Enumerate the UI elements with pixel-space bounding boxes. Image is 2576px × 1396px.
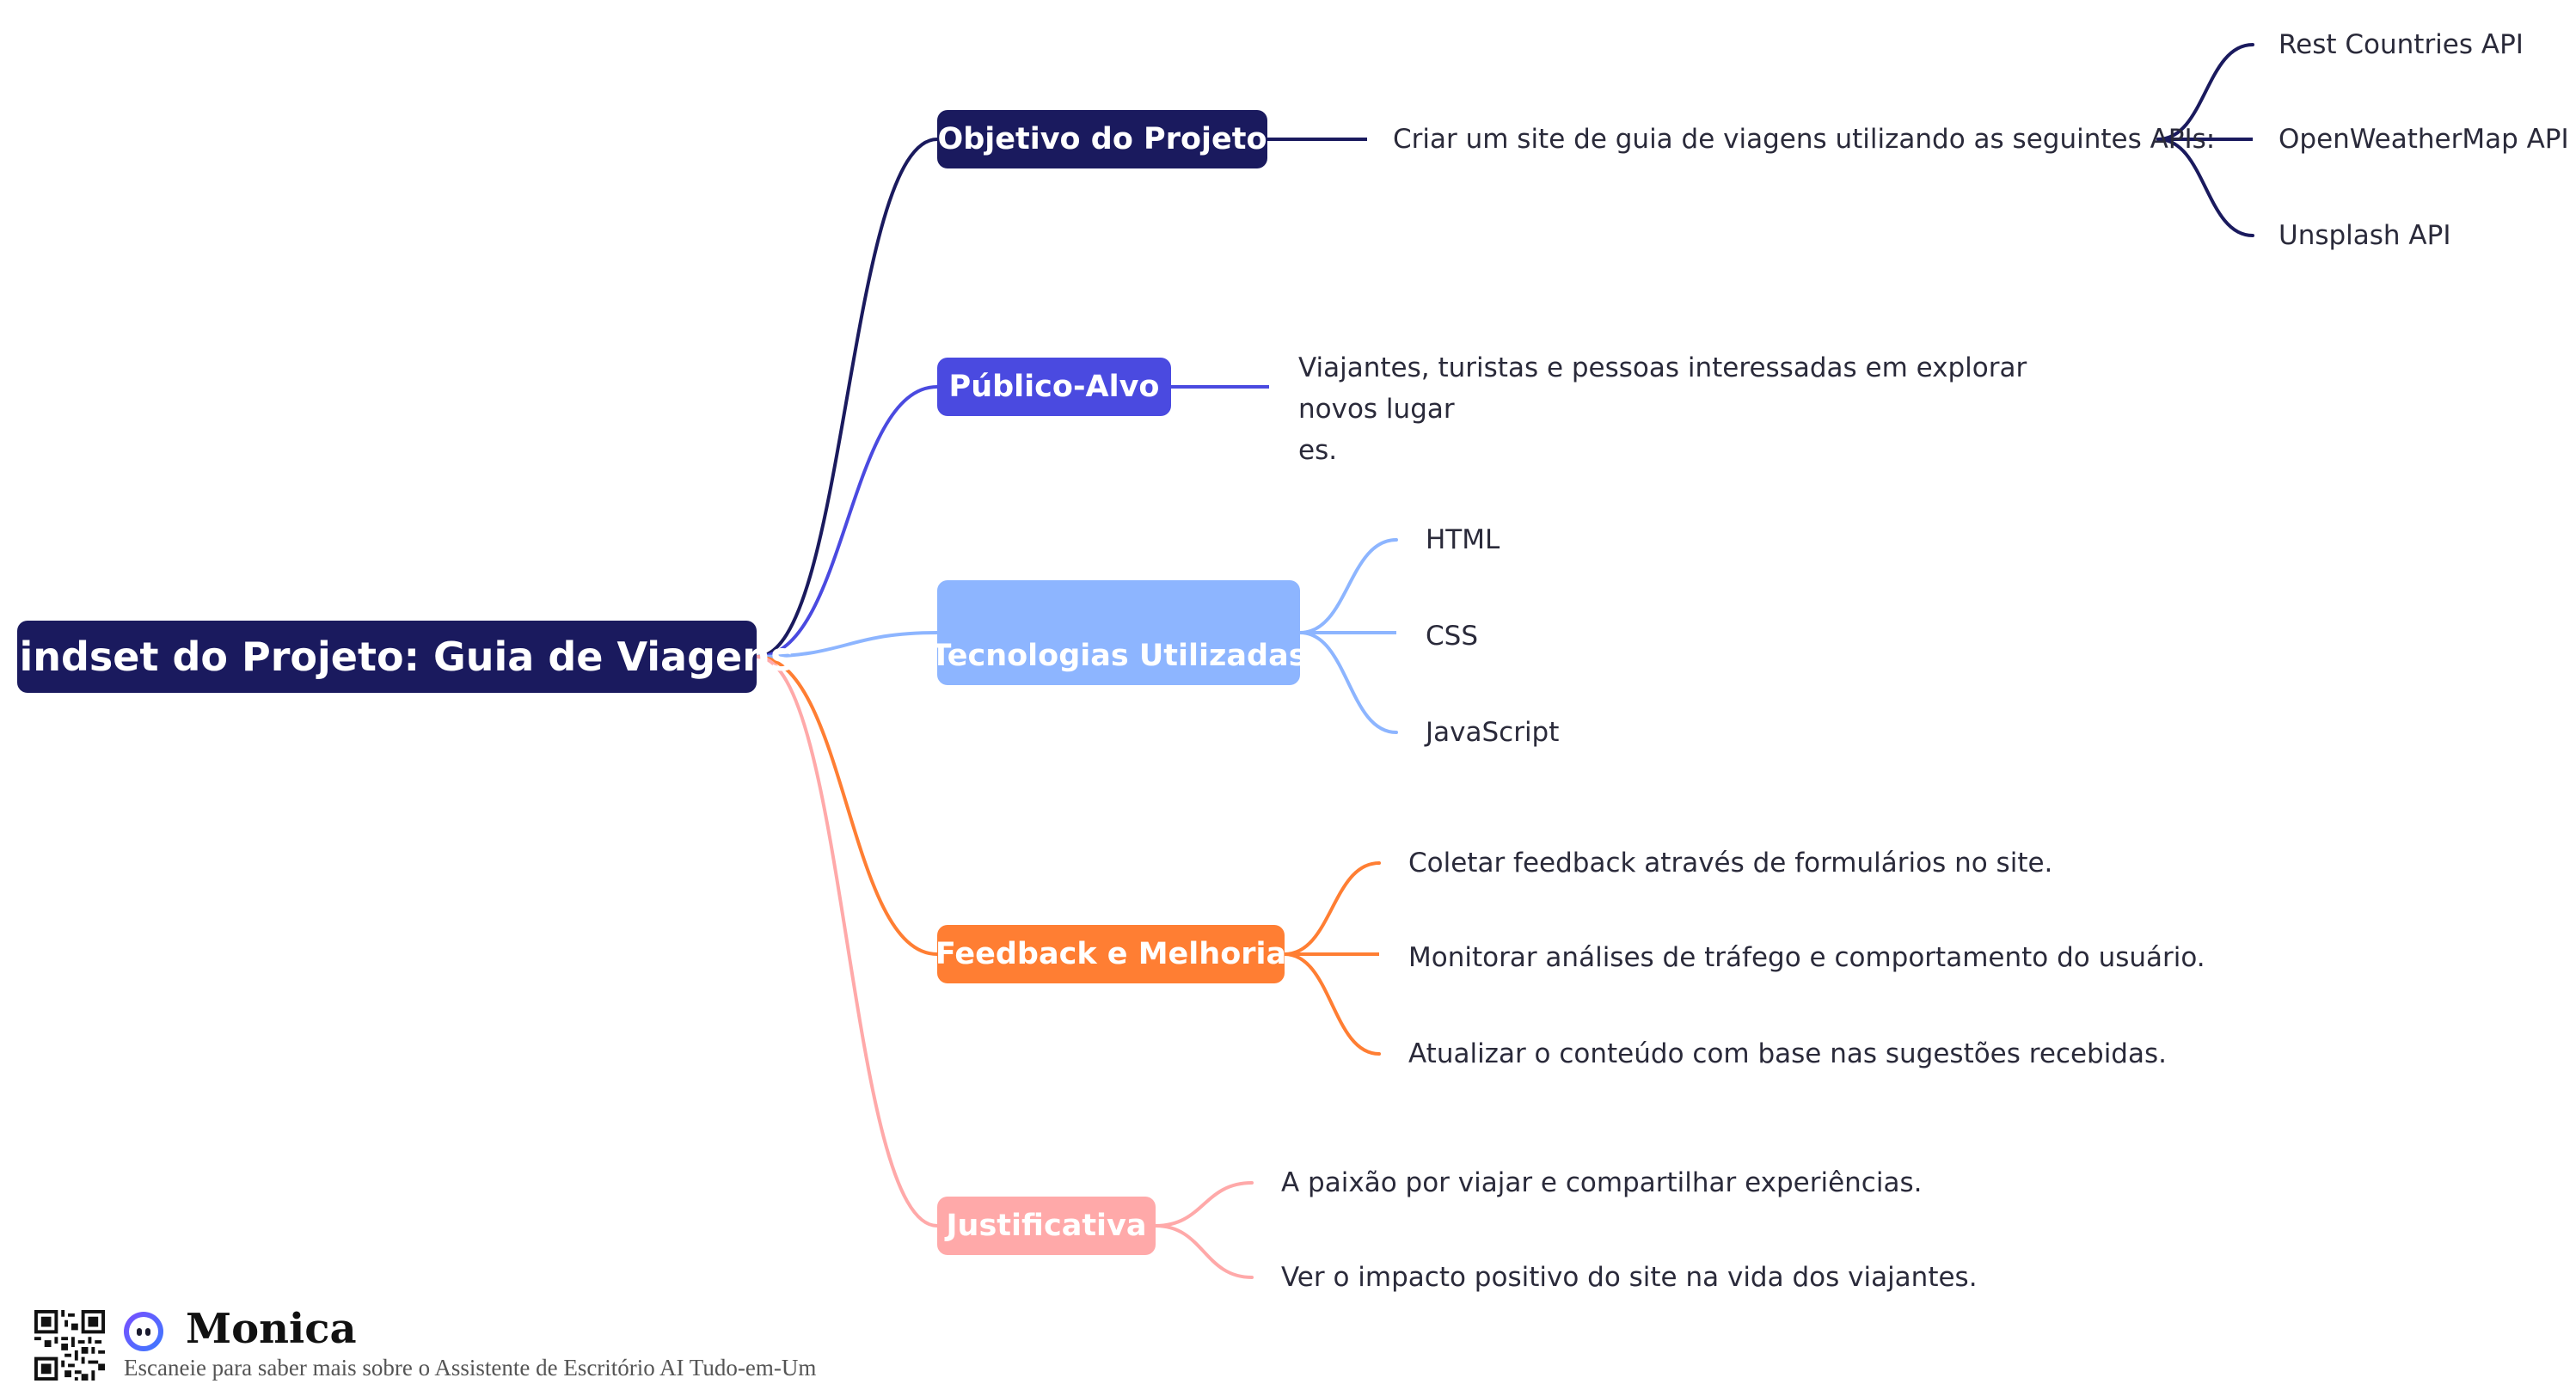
link-apis-unsplash (2156, 138, 2254, 237)
link-justificativa-1 (1154, 1181, 1254, 1228)
leaf-objetivo-detail: Criar um site de guia de viagens utiliza… (1393, 124, 2216, 155)
leaf-publico-line-1: Viajantes, turistas e pessoas interessad… (1298, 352, 2027, 425)
monica-logo-icon (124, 1312, 163, 1351)
branch-node-objetivo[interactable]: Objetivo do Projeto (937, 110, 1267, 168)
leaf-feedback-1: Coletar feedback através de formulários … (1408, 848, 2053, 879)
leaf-api-rest-countries: Rest Countries API (2279, 29, 2524, 60)
leaf-feedback-3: Atualizar o conteúdo com base nas sugest… (1408, 1038, 2167, 1069)
branch-node-feedback[interactable]: Feedback e Melhoria (935, 925, 1286, 983)
qr-code-icon[interactable] (34, 1310, 105, 1381)
leaf-tech-css: CSS (1426, 621, 1479, 652)
leaf-justificativa-1: A paixão por viajar e compartilhar exper… (1281, 1167, 1923, 1198)
link-apis-rest (2156, 43, 2254, 141)
link-tech-js (1298, 631, 1398, 734)
leaf-tech-html: HTML (1426, 524, 1500, 555)
link-justificativa-2 (1154, 1224, 1254, 1279)
brand-caption: Escaneie para saber mais sobre o Assiste… (124, 1355, 817, 1381)
leaf-justificativa-2: Ver o impacto positivo do site na vida d… (1281, 1262, 1978, 1293)
leaf-publico-line-2: es. (1298, 435, 1338, 466)
link-tech-html (1298, 538, 1398, 634)
leaf-feedback-2: Monitorar análises de tráfego e comporta… (1408, 942, 2205, 973)
root-node[interactable]: Mindset do Projeto: Guia de Viagens (0, 621, 794, 693)
link-root-tecnologias (755, 631, 939, 658)
link-root-objetivo (755, 138, 939, 658)
branch-node-publico-alvo[interactable]: Público-Alvo (937, 358, 1171, 416)
leaf-tech-javascript: JavaScript (1426, 717, 1560, 748)
link-root-justificativa (755, 655, 939, 1228)
link-feedback-3 (1283, 952, 1381, 1056)
link-root-feedback (755, 655, 939, 956)
brand-name: Monica (186, 1305, 357, 1353)
leaf-publico-detail: Viajantes, turistas e pessoas interessad… (1298, 347, 2107, 471)
branch-node-tecnologias[interactable]: Tecnologias Utilizadas (930, 580, 1307, 685)
leaf-api-openweathermap: OpenWeatherMap API (2279, 124, 2569, 155)
link-feedback-1 (1283, 861, 1381, 956)
branch-node-justificativa[interactable]: Justificativa (937, 1197, 1156, 1255)
leaf-api-unsplash: Unsplash API (2279, 220, 2451, 251)
link-root-publico (755, 385, 939, 658)
